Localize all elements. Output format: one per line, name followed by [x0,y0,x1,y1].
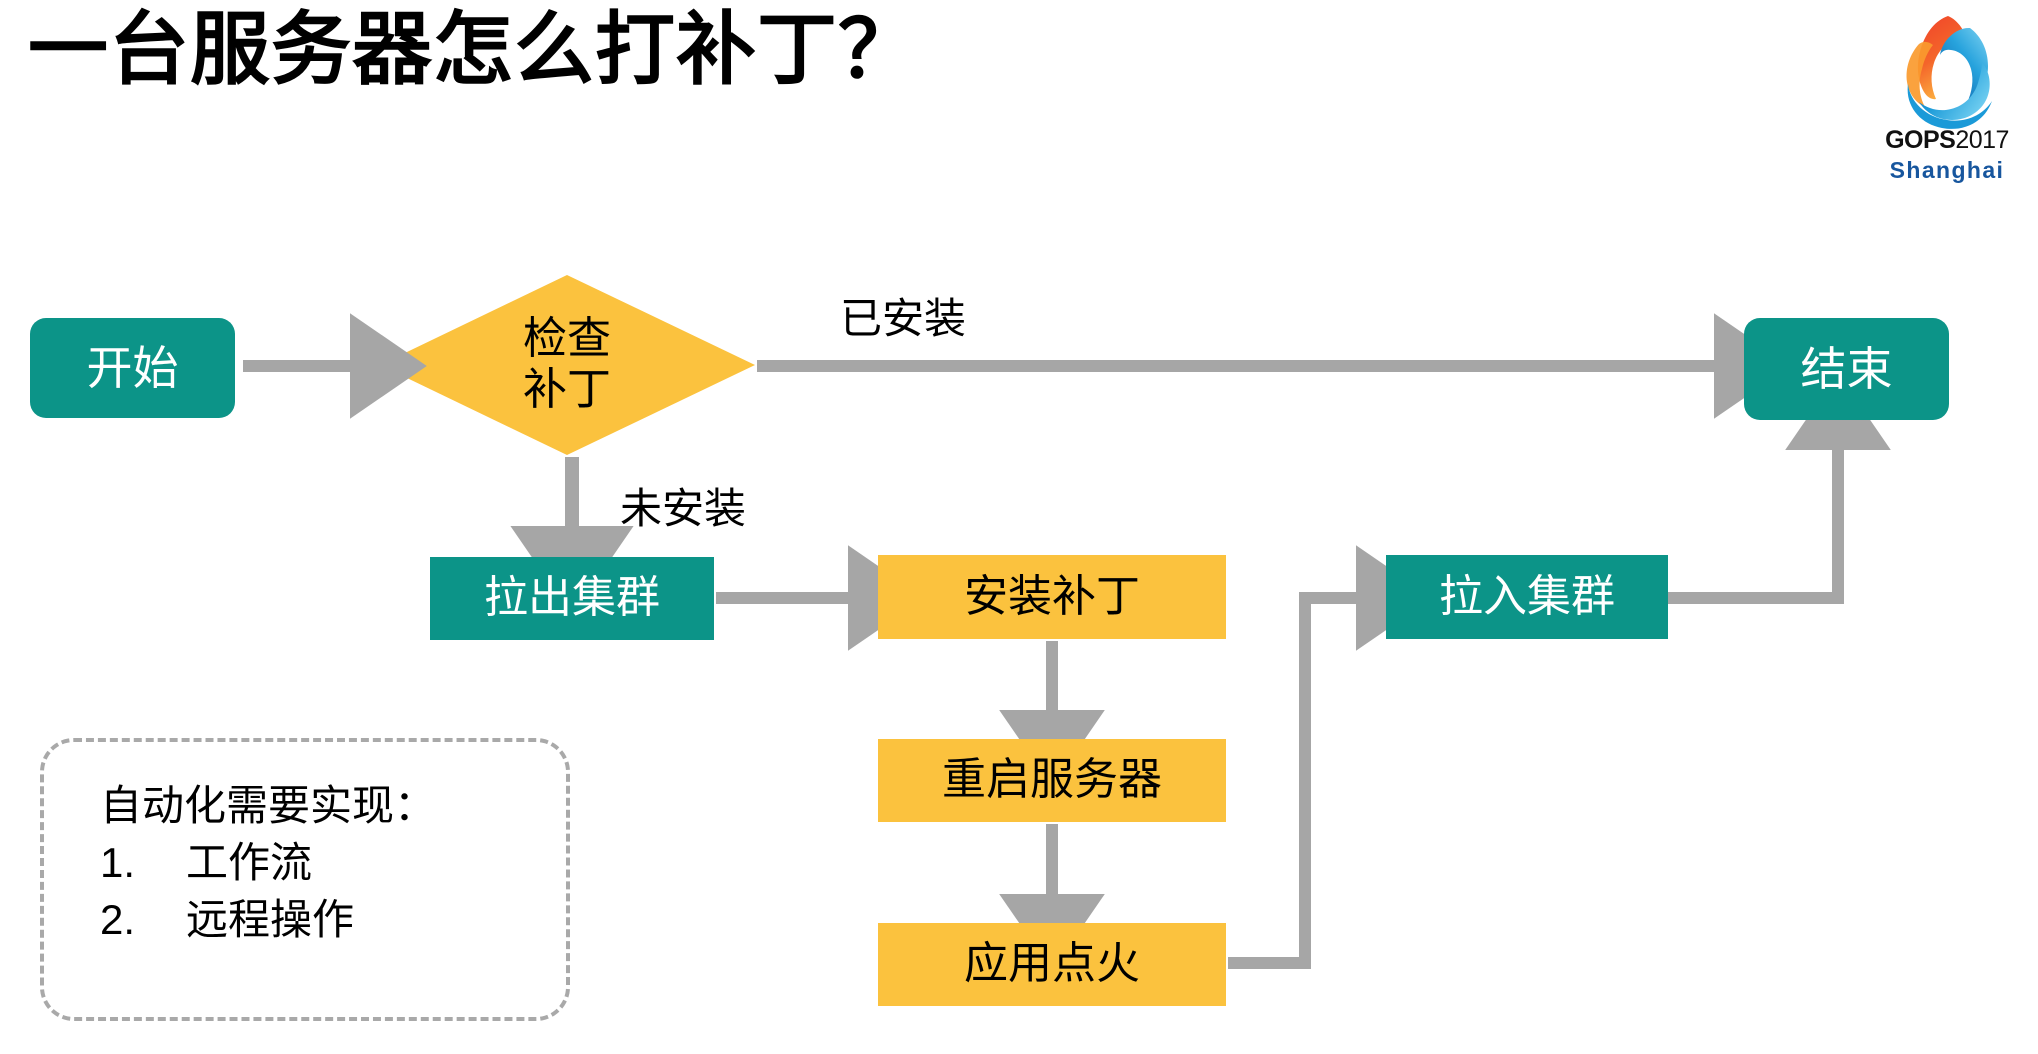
node-application-ignite[interactable]: 应用点火 [878,923,1226,1006]
page-title: 一台服务器怎么打补丁？ [28,5,919,94]
list-item: 1. 工作流 [100,834,566,891]
node-pull-out-of-cluster[interactable]: 拉出集群 [430,557,714,640]
automation-requirements-note: 自动化需要实现： 1. 工作流 2. 远程操作 [40,738,570,1021]
node-pull-in-label: 拉入集群 [1439,571,1615,621]
edge-label-not-installed: 未安装 [620,485,747,532]
logo-wordmark: GOPS2017 Shanghai [1872,125,2022,184]
conference-logo: GOPS2017 Shanghai [1872,10,2022,185]
edge-pullin-to-end [1668,373,1891,604]
note-title: 自动化需要实现： [100,782,437,829]
edge-ignite-to-pullin [1228,545,1433,969]
gops-flame-icon [1906,16,1992,129]
node-reboot-label: 重启服务器 [942,755,1162,805]
logo-year: 2017 [1955,126,2009,154]
logo-city: Shanghai [1889,156,2005,183]
node-end[interactable]: 结束 [1744,318,1949,420]
node-pull-into-cluster[interactable]: 拉入集群 [1386,555,1668,639]
decision-diamond-check-patch [380,275,755,455]
edge-label-installed: 已安装 [840,295,967,342]
note-item-text: 远程操作 [186,896,355,944]
node-install-label: 安装补丁 [964,571,1140,621]
list-item: 2. 远程操作 [100,891,566,948]
note-list: 1. 工作流 2. 远程操作 [100,834,566,948]
node-start-label: 开始 [86,341,179,394]
node-pull-out-label: 拉出集群 [484,573,660,623]
node-end-label: 结束 [1800,342,1893,395]
note-item-number: 2. [100,896,136,944]
note-item-number: 1. [100,839,136,887]
node-reboot-server[interactable]: 重启服务器 [878,739,1226,822]
logo-brand: GOPS [1885,126,1956,154]
node-start[interactable]: 开始 [30,318,235,418]
node-install-patch[interactable]: 安装补丁 [878,555,1226,639]
node-ignite-label: 应用点火 [964,939,1140,989]
note-item-text: 工作流 [186,839,313,887]
